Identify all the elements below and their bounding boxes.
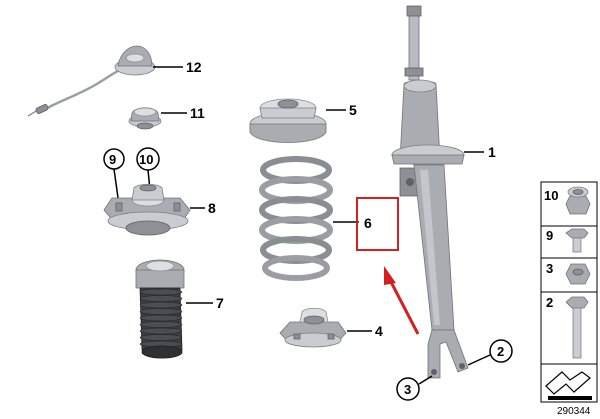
callout-circle-2 [489,339,513,363]
part-label-12: 12 [186,59,202,75]
part-label-2: 2 [497,344,504,359]
boot-rib [139,334,183,341]
panel-label-3: 3 [546,261,553,276]
hex-nut-icon[interactable] [565,263,591,285]
sensor-cable-part[interactable] [27,45,156,117]
part-label-3: 3 [404,382,411,397]
boot-rib [139,308,183,315]
small-mount-part[interactable] [128,107,162,130]
part-label-10: 10 [139,152,153,167]
panel-label-2: 2 [546,295,553,310]
part-label-8: 8 [208,200,216,216]
bolt-short-icon[interactable] [565,228,589,253]
callout-circle-3 [396,377,420,401]
panel-label-10: 10 [544,188,558,203]
upper-spring-seat-part[interactable] [249,98,327,143]
boot-rib [139,301,183,309]
dust-boot-part[interactable] [135,259,185,359]
boot-rib [139,295,183,302]
nut-cap-icon[interactable] [565,186,591,215]
part-label-9: 9 [109,152,116,167]
coil-spring-part[interactable] [259,156,333,281]
part-label-6: 6 [364,215,372,231]
part-label-1: 1 [488,144,496,160]
boot-rib [139,288,183,296]
boot-rib [139,327,183,335]
diagram-id: 290344 [557,406,591,417]
boot-rib [139,314,183,322]
shock-strut-part[interactable] [391,5,469,379]
part-label-4: 4 [375,323,383,339]
lower-spring-seat-part[interactable] [279,307,347,348]
part-label-7: 7 [216,295,224,311]
red-arrow [384,266,420,335]
panel-label-9: 9 [546,228,553,243]
part-label-5: 5 [349,102,357,118]
direction-arrow-icon [545,371,592,400]
part-label-11: 11 [190,105,205,121]
bolt-long-icon[interactable] [565,296,589,359]
boot-rib [139,321,183,328]
highlight-box [356,197,399,251]
top-mount-part[interactable] [103,183,191,236]
hardware-side-panel: 10 9 3 2 [540,181,598,403]
